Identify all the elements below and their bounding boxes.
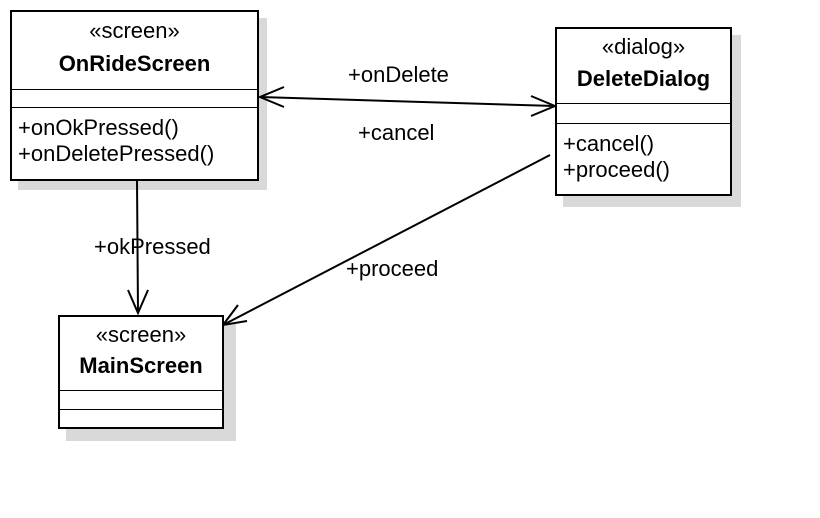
operations-section: +cancel() +proceed() — [557, 124, 730, 183]
cancel-edge-label: +cancel — [358, 120, 435, 145]
class-header: «screen» MainScreen — [60, 317, 222, 391]
delete-dialog-class[interactable]: «dialog» DeleteDialog +cancel() +proceed… — [555, 27, 732, 196]
arrowhead-at-main-screen-top — [127, 289, 149, 316]
proceed-edge-label: +proceed — [346, 256, 439, 281]
stereotype-label: «screen» — [95, 322, 187, 347]
operations-section: +onOkPressed() +onDeletePressed() — [12, 108, 257, 167]
operation-item: +cancel() — [563, 131, 655, 156]
operation-item: +onOkPressed() — [18, 115, 179, 140]
attributes-section — [60, 391, 222, 410]
main-screen-class[interactable]: «screen» MainScreen — [58, 315, 224, 429]
operations-section — [60, 410, 222, 427]
okpressed-edge-label: +okPressed — [94, 234, 211, 259]
class-name: MainScreen — [79, 353, 203, 378]
class-header: «screen» OnRideScreen — [12, 12, 257, 90]
attributes-section — [12, 90, 257, 108]
proceed-edge-line — [222, 154, 551, 326]
ondelete-edge-line — [259, 96, 556, 107]
okpressed-edge-line — [136, 179, 139, 314]
on-ride-screen-class[interactable]: «screen» OnRideScreen +onOkPressed() +on… — [10, 10, 259, 181]
stereotype-label: «screen» — [89, 18, 180, 43]
class-header: «dialog» DeleteDialog — [557, 29, 730, 104]
ondelete-edge-label: +onDelete — [348, 62, 449, 87]
operation-item: +proceed() — [563, 157, 671, 182]
operation-item: +onDeletePressed() — [18, 141, 215, 166]
class-name: DeleteDialog — [576, 66, 711, 91]
arrowhead-at-on-ride-screen — [257, 86, 285, 108]
stereotype-label: «dialog» — [601, 34, 686, 59]
class-name: OnRideScreen — [58, 51, 211, 76]
attributes-section — [557, 104, 730, 124]
